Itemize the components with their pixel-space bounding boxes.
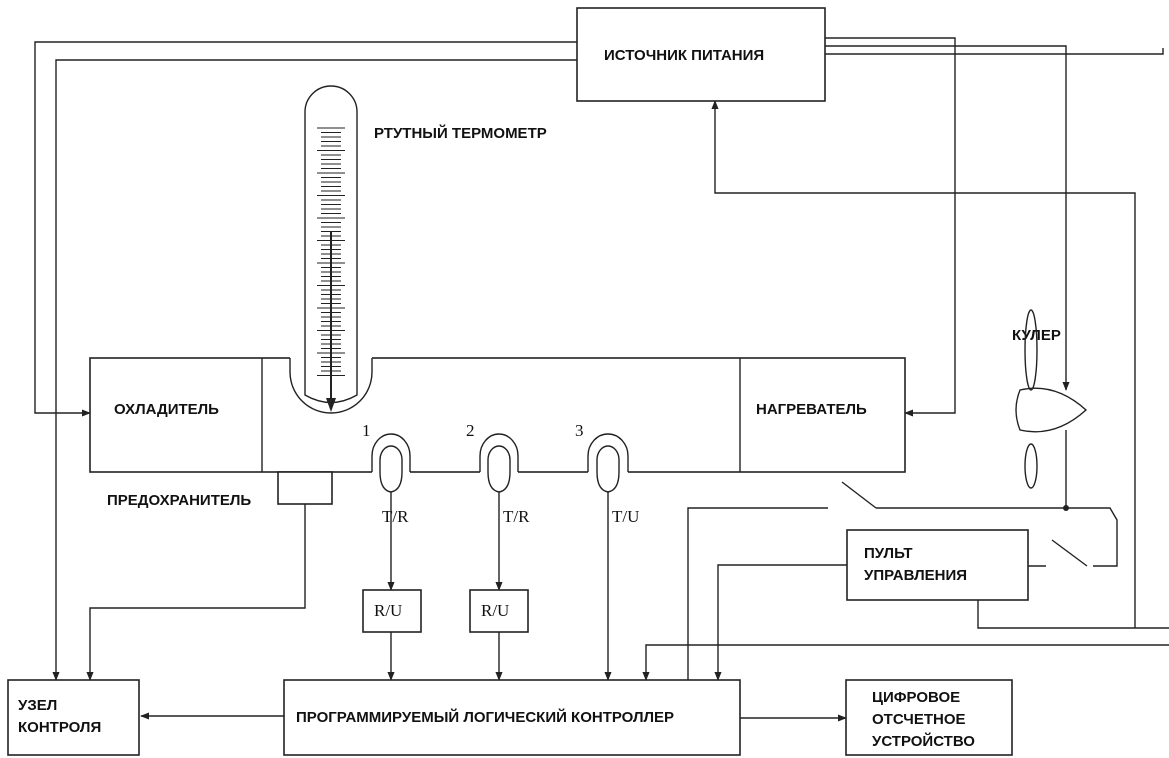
plc-label: ПРОГРАММИРУЕМЫЙ ЛОГИЧЕСКИЙ КОНТРОЛЛЕР: [296, 708, 674, 726]
display-label-line3: УСТРОЙСТВО: [872, 732, 975, 750]
sensor-1-number: 1: [362, 421, 371, 440]
sensor-3-number: 3: [575, 421, 584, 440]
thermometer-scale: [317, 127, 345, 376]
display-label-line1: ЦИФРОВОЕ: [872, 689, 960, 706]
display-label-line2: ОТСЧЕТНОЕ: [872, 711, 966, 728]
converter-1: R/U: [362, 589, 422, 633]
cooler-fan: КУЛЕР: [1012, 309, 1088, 489]
sensor-2-number: 2: [466, 421, 475, 440]
power-supply-block: ИСТОЧНИК ПИТАНИЯ: [576, 7, 826, 102]
fuse-block: ПРЕДОХРАНИТЕЛЬ: [107, 471, 333, 509]
heater-label: НАГРЕВАТЕЛЬ: [756, 401, 867, 418]
control-panel-label-line1: ПУЛЬТ: [864, 545, 913, 562]
monitor-label-line2: КОНТРОЛЯ: [18, 719, 101, 736]
sensor-3-type: T/U: [612, 507, 639, 526]
control-panel-block: ПУЛЬТ УПРАВЛЕНИЯ: [846, 529, 1029, 601]
sensor-1-type: T/R: [382, 507, 409, 526]
thermometer-label: РТУТНЫЙ ТЕРМОМЕТР: [374, 124, 547, 142]
monitor-label-line1: УЗЕЛ: [18, 697, 57, 714]
plc-block: ПРОГРАММИРУЕМЫЙ ЛОГИЧЕСКИЙ КОНТРОЛЛЕР: [283, 679, 741, 756]
monitor-node-block: УЗЕЛ КОНТРОЛЯ: [7, 679, 140, 756]
digital-display-block: ЦИФРОВОЕ ОТСЧЕТНОЕ УСТРОЙСТВО: [845, 679, 1013, 756]
thermometer-well: [289, 358, 373, 414]
power-supply-label: ИСТОЧНИК ПИТАНИЯ: [604, 47, 764, 64]
control-panel-label-line2: УПРАВЛЕНИЯ: [864, 567, 967, 584]
chamber: ОХЛАДИТЕЛЬ НАГРЕВАТЕЛЬ: [89, 356, 906, 474]
sensor-2: 2 T/R: [466, 421, 530, 526]
converter-1-label: R/U: [374, 601, 402, 620]
sensor-1: 1 T/R: [362, 421, 411, 526]
sensor-3: 3 T/U: [575, 421, 639, 526]
mercury-thermometer: РТУТНЫЙ ТЕРМОМЕТР: [304, 85, 547, 412]
chiller-label: ОХЛАДИТЕЛЬ: [114, 401, 219, 418]
sensor-2-type: T/R: [503, 507, 530, 526]
converter-2-label: R/U: [481, 601, 509, 620]
converter-2: R/U: [469, 589, 529, 633]
fuse-label: ПРЕДОХРАНИТЕЛЬ: [107, 492, 251, 509]
